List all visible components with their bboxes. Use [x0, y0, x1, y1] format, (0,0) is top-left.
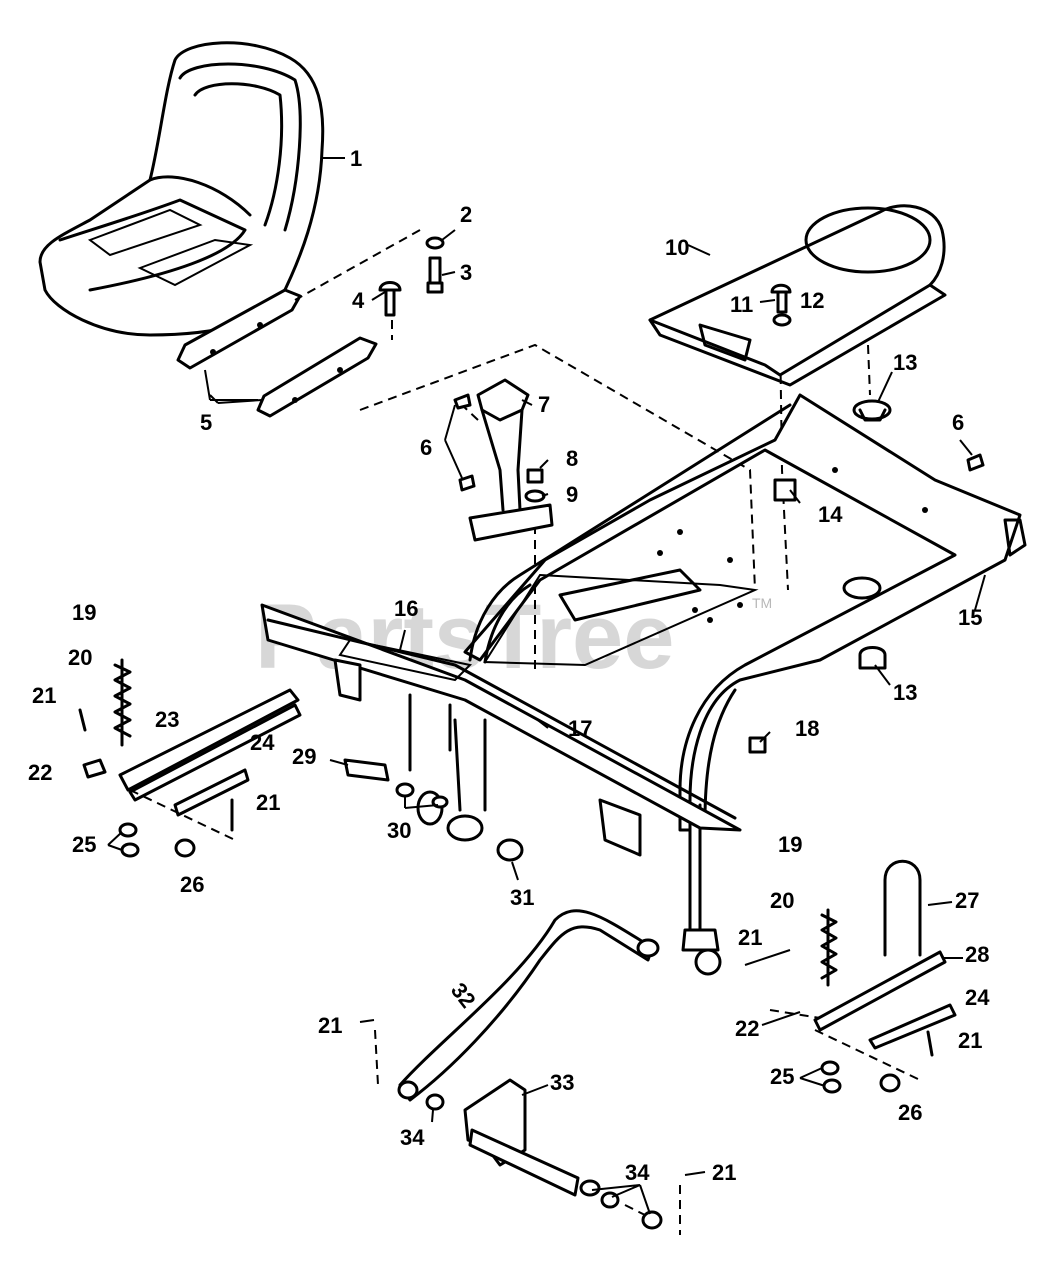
callout-21c: 21	[738, 925, 762, 950]
fender	[648, 204, 947, 387]
seat-brackets	[176, 288, 378, 418]
callout-21f: 21	[712, 1160, 736, 1185]
callout-34a: 34	[400, 1125, 425, 1150]
callout-4: 4	[352, 288, 365, 313]
callout-24a: 24	[250, 730, 275, 755]
callout-24b: 24	[965, 985, 990, 1010]
leader-lines	[107, 157, 986, 1215]
callout-13a: 13	[893, 350, 917, 375]
pedestal	[453, 378, 985, 542]
callouts: 1 2 3 4 5 6 6 7 8 9 10 11 12 13 13 14 15…	[28, 146, 990, 1185]
callout-13b: 13	[893, 680, 917, 705]
watermark-trademark: TM	[752, 595, 772, 611]
callout-21a: 21	[32, 683, 56, 708]
callout-33: 33	[550, 1070, 574, 1095]
callout-16: 16	[394, 596, 418, 621]
callout-26a: 26	[180, 872, 204, 897]
callout-7: 7	[538, 392, 550, 417]
callout-9: 9	[566, 482, 578, 507]
callout-22a: 22	[28, 760, 52, 785]
callout-21e: 21	[318, 1013, 342, 1038]
callout-27: 27	[955, 888, 979, 913]
callout-12: 12	[800, 288, 824, 313]
callout-32: 32	[446, 978, 481, 1013]
callout-25a: 25	[72, 832, 96, 857]
callout-22b: 22	[735, 1016, 759, 1041]
callout-18: 18	[795, 716, 819, 741]
callout-17: 17	[568, 716, 592, 741]
frame	[463, 393, 1027, 976]
callout-31: 31	[510, 885, 534, 910]
callout-34b: 34	[625, 1160, 650, 1185]
callout-26b: 26	[898, 1100, 922, 1125]
callout-19a: 19	[72, 600, 96, 625]
callout-3: 3	[460, 260, 472, 285]
callout-29: 29	[292, 744, 316, 769]
callout-15: 15	[958, 605, 982, 630]
dash-seat-1	[294, 229, 421, 301]
seat-hardware	[378, 236, 445, 317]
lever-bracket	[374, 1029, 681, 1235]
callout-25b: 25	[770, 1064, 794, 1089]
callout-2: 2	[460, 202, 472, 227]
callout-6a: 6	[420, 435, 432, 460]
callout-21b: 21	[256, 790, 280, 815]
callout-11: 11	[730, 292, 753, 317]
callout-5: 5	[200, 410, 212, 435]
seat	[38, 41, 325, 337]
callout-23: 23	[155, 707, 179, 732]
callout-20a: 20	[68, 645, 92, 670]
dash-fender-2	[867, 344, 871, 396]
callout-14: 14	[818, 502, 843, 527]
right-linkage	[769, 859, 957, 1094]
callout-8: 8	[566, 446, 578, 471]
callout-1: 1	[350, 146, 362, 171]
callout-6b: 6	[952, 410, 964, 435]
lift-lever	[397, 909, 660, 1102]
callout-20b: 20	[770, 888, 794, 913]
axle-support	[260, 603, 742, 862]
callout-28: 28	[965, 942, 989, 967]
callout-19b: 19	[778, 832, 802, 857]
left-linkage	[78, 658, 302, 858]
callout-21d: 21	[958, 1028, 982, 1053]
dash-fender-1	[779, 329, 789, 591]
callout-30: 30	[387, 818, 411, 843]
callout-10: 10	[665, 235, 689, 260]
dash-seat-3	[359, 343, 756, 591]
